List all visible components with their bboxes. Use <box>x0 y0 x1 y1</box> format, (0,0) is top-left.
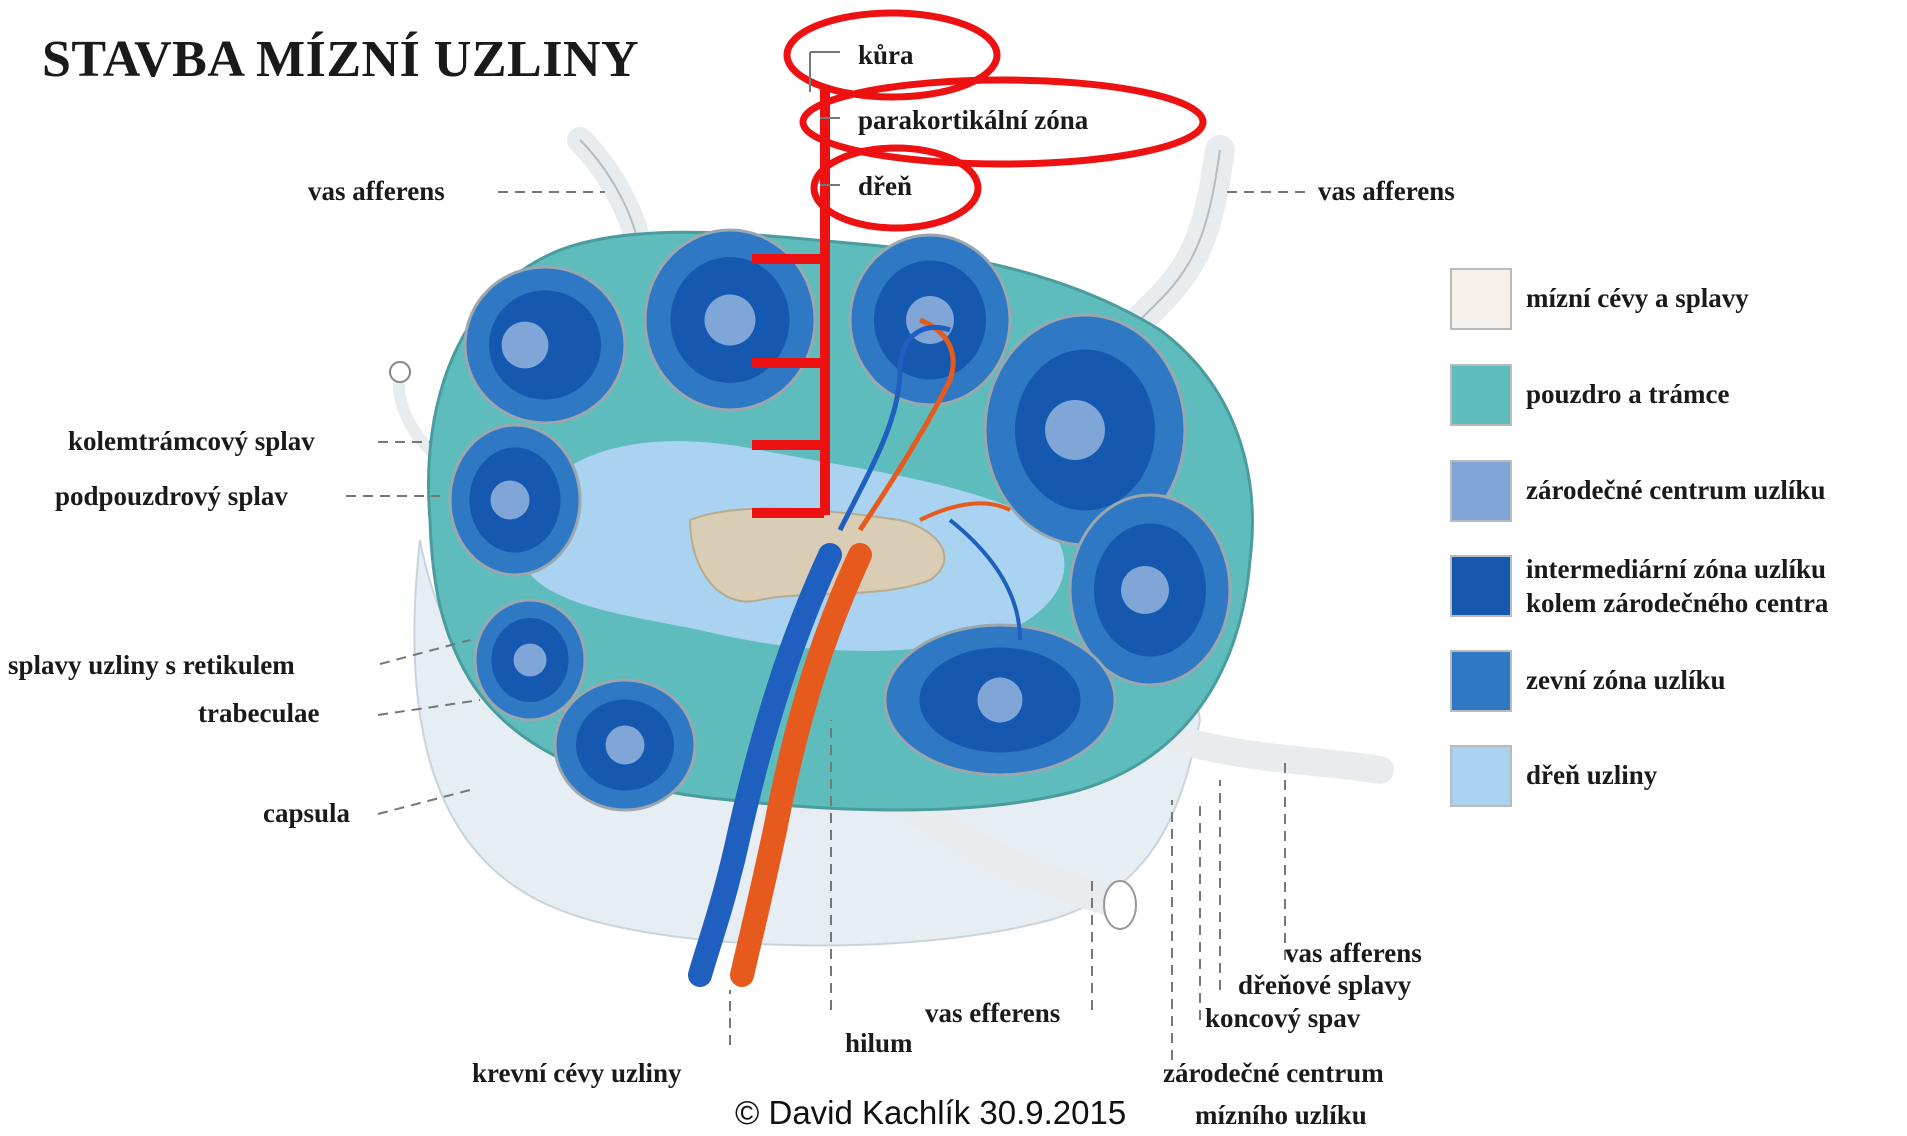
label-kura: kůra <box>858 42 914 69</box>
legend-swatch <box>1450 364 1512 426</box>
legend-label: zevní zóna uzlíku <box>1526 664 1726 698</box>
label-hilum: hilum <box>845 1030 913 1057</box>
label-kolemtramcovy-splav: kolemtrámcový splav <box>68 428 315 455</box>
label-koncovy-spav: koncový spav <box>1205 1005 1360 1032</box>
germinal-center <box>1045 400 1105 460</box>
legend-label: zárodečné centrum uzlíku <box>1526 474 1825 508</box>
legend-label-line: intermediární zóna uzlíku <box>1526 553 1828 587</box>
label-vas-efferens: vas efferens <box>925 1000 1060 1027</box>
legend-label: intermediární zóna uzlíku kolem zárodečn… <box>1526 553 1828 621</box>
copyright: © David Kachlík 30.9.2015 <box>735 1094 1126 1132</box>
germinal-center <box>978 678 1023 723</box>
label-zarodecne-centrum: zárodečné centrum <box>1163 1060 1384 1087</box>
afferent-vessel-right <box>1120 150 1220 340</box>
germinal-center <box>491 481 530 520</box>
label-splavy-uzliny: splavy uzliny s retikulem <box>8 652 295 679</box>
label-trabeculae: trabeculae <box>198 700 319 727</box>
label-vas-afferens-left: vas afferens <box>308 178 445 205</box>
label-parakortikalni-zona: parakortikální zóna <box>858 107 1088 134</box>
small-vessel-left <box>399 375 430 450</box>
legend-item: dřeň uzliny <box>1450 745 1657 807</box>
germinal-center <box>606 726 645 765</box>
germinal-center <box>705 295 756 346</box>
label-podpouzdrovy-splav: podpouzdrový splav <box>55 483 288 510</box>
legend-label: dřeň uzliny <box>1526 759 1657 793</box>
page-title: STAVBA MÍZNÍ UZLINY <box>42 30 639 89</box>
legend-label: pouzdro a trámce <box>1526 378 1729 412</box>
label-dren: dřeň <box>858 173 912 200</box>
germinal-center <box>502 322 549 369</box>
legend-label-line: kolem zárodečného centra <box>1526 587 1828 621</box>
germinal-center <box>514 644 547 677</box>
legend-swatch <box>1450 555 1512 617</box>
legend-item: mízní cévy a splavy <box>1450 268 1749 330</box>
legend-label: mízní cévy a splavy <box>1526 282 1749 316</box>
legend-swatch <box>1450 460 1512 522</box>
label-vas-afferens-bottom: vas afferens <box>1285 940 1422 967</box>
germinal-center <box>1121 566 1169 614</box>
legend-item: intermediární zóna uzlíku kolem zárodečn… <box>1450 555 1828 621</box>
afferent-vessel-bottom <box>1180 740 1380 770</box>
label-mizniho-uzliku: mízního uzlíku <box>1195 1102 1367 1129</box>
label-drenove-splavy: dřeňové splavy <box>1238 972 1411 999</box>
legend-item: pouzdro a trámce <box>1450 364 1729 426</box>
legend-swatch <box>1450 650 1512 712</box>
label-capsula: capsula <box>263 800 350 827</box>
label-krevni-cevy: krevní cévy uzliny <box>472 1060 682 1087</box>
legend-swatch <box>1450 268 1512 330</box>
legend-swatch <box>1450 745 1512 807</box>
efferent-vessel-end <box>1104 881 1136 929</box>
label-vas-afferens-right: vas afferens <box>1318 178 1455 205</box>
small-vessel-left-end <box>390 362 410 382</box>
legend-item: zárodečné centrum uzlíku <box>1450 460 1825 522</box>
legend-item: zevní zóna uzlíku <box>1450 650 1726 712</box>
